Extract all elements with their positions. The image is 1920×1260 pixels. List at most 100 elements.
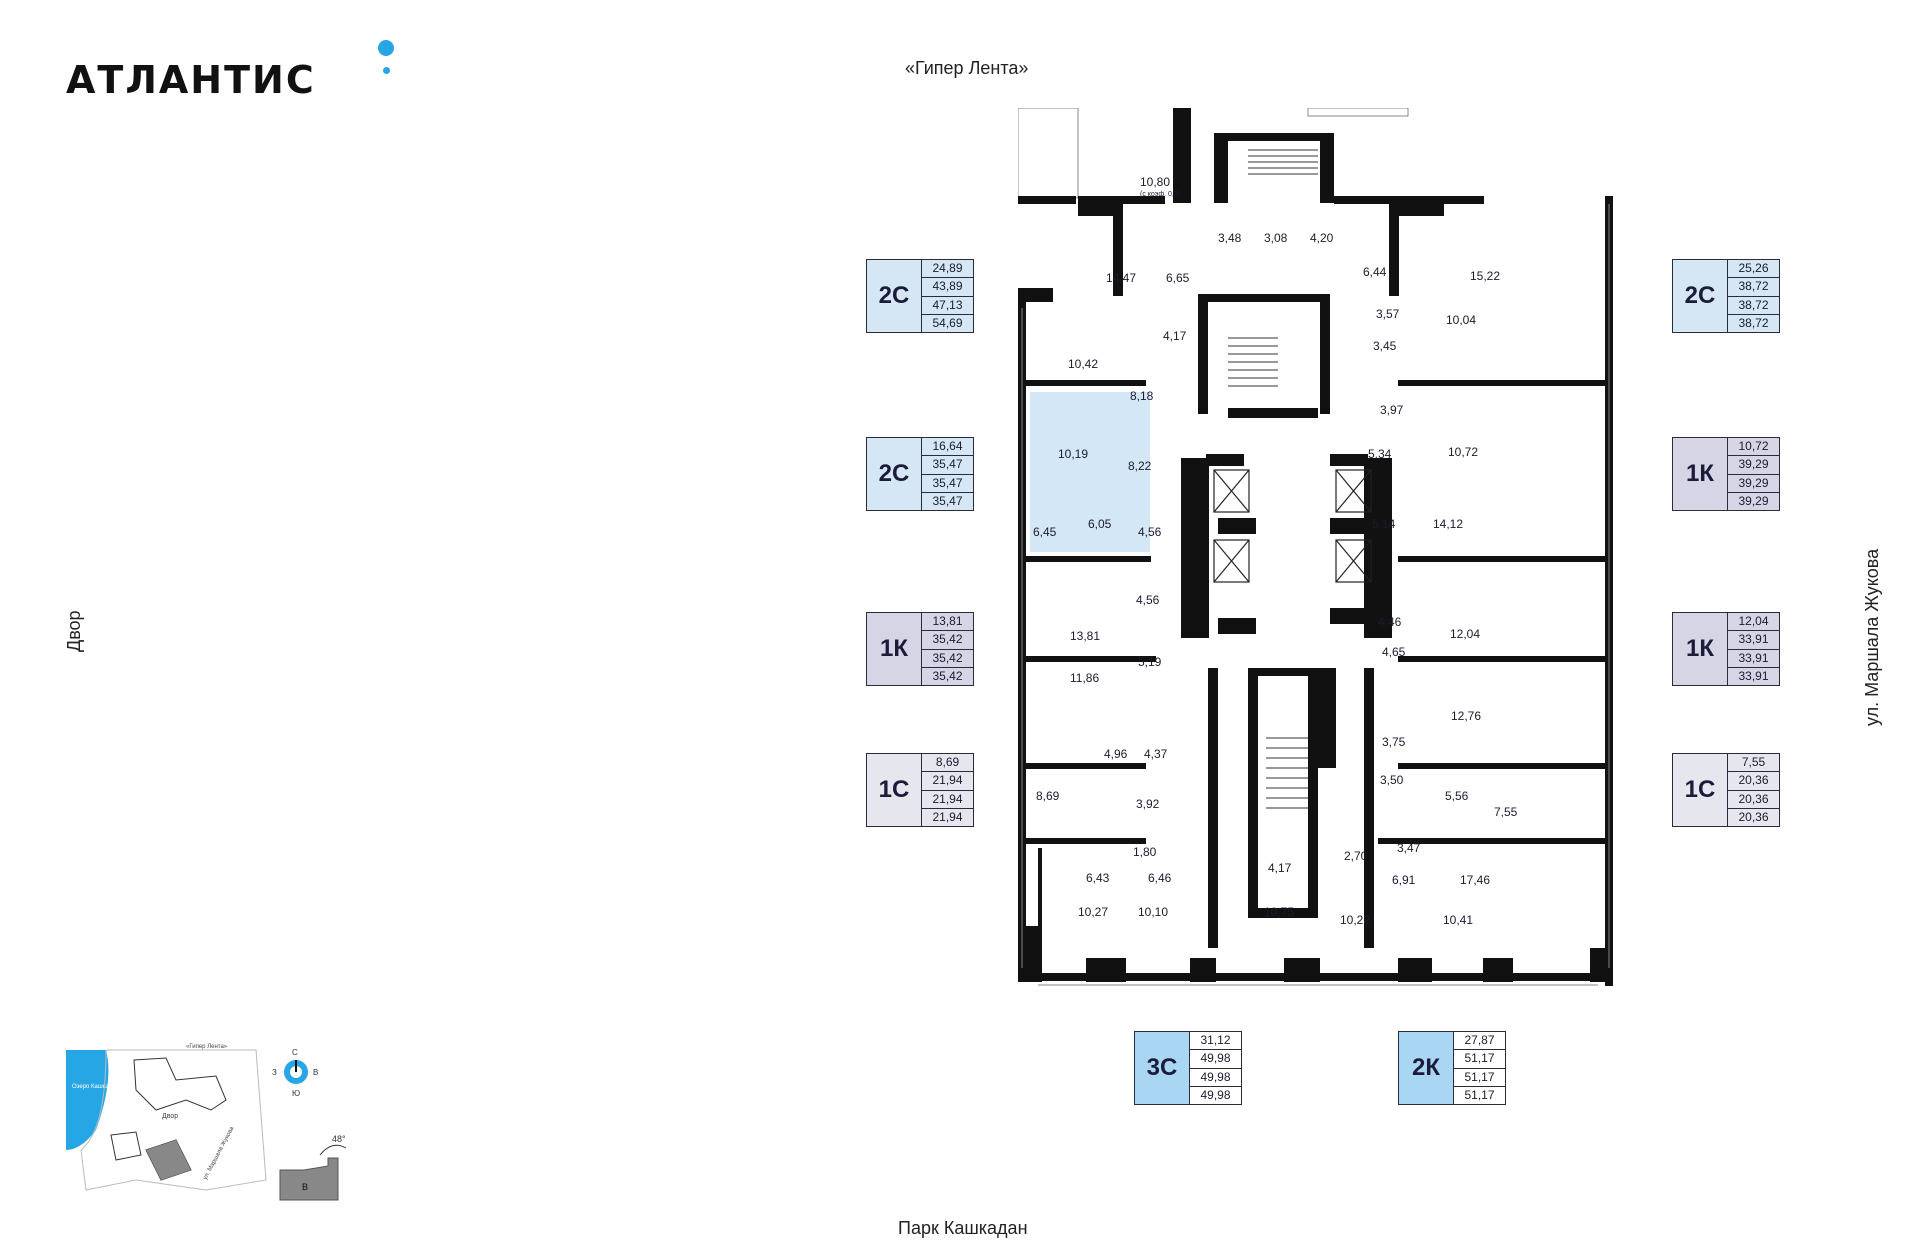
area-full: 33,91	[1738, 668, 1769, 683]
street-left: Двор	[64, 610, 84, 652]
room-area: 6,45	[1033, 525, 1057, 539]
area-alt: 35,42	[922, 650, 973, 668]
area-alt: 39,29	[1728, 475, 1779, 493]
room-area: 5,19	[1138, 655, 1162, 669]
room-area: 4,56	[1136, 593, 1160, 607]
logo-dot-icon	[378, 40, 394, 56]
area-full: 35,42	[932, 668, 963, 683]
area-full: 21,94	[932, 809, 963, 824]
compass-north: С	[292, 1048, 298, 1057]
room-area: 4,65	[1382, 645, 1406, 659]
total-area: 49,98	[1190, 1050, 1241, 1069]
brand-logo: АТЛАНТИС	[66, 58, 316, 102]
area-full: 38,72	[1738, 315, 1769, 330]
logo-dot-small-icon	[383, 67, 390, 74]
living-area: 27,87	[1454, 1032, 1505, 1051]
street-right: ул. Маршала Жукова	[1862, 548, 1882, 726]
room-area: 17,46	[1460, 873, 1490, 887]
total-area: 35,42	[922, 631, 973, 650]
room-area: 6,46	[1148, 871, 1172, 885]
apartment-card-1s-a[interactable]: 1С 8,69 21,94 21,94 21,94	[866, 753, 974, 827]
current-building-shape	[146, 1140, 191, 1180]
total-area: 51,17	[1454, 1050, 1505, 1069]
living-area: 16,64	[922, 438, 973, 457]
minimap-top-label: «Гипер Лента»	[186, 1044, 228, 1050]
apartment-card-2s-a[interactable]: 2С 24,89 43,89 47,13 54,69	[866, 259, 974, 333]
compass-south: Ю	[292, 1089, 300, 1098]
room-area: 10,22	[1340, 913, 1370, 927]
living-area: 31,12	[1190, 1032, 1241, 1051]
room-area: 2,70	[1344, 849, 1368, 863]
apartment-type: 2К	[1399, 1032, 1454, 1104]
room-area: 3,45	[1373, 339, 1397, 353]
living-area: 25,26	[1728, 260, 1779, 279]
room-area: 10,41	[1443, 913, 1473, 927]
living-area: 7,55	[1728, 754, 1779, 773]
room-area: 10,10	[1138, 905, 1168, 919]
room-area: 10,80	[1140, 175, 1170, 189]
room-area: 4,17	[1163, 329, 1187, 343]
room-area: 8,69	[1036, 789, 1060, 803]
room-area: 10,75	[1264, 905, 1294, 919]
room-area: 10,72	[1448, 445, 1478, 459]
total-area: 20,36	[1728, 772, 1779, 791]
terrace-outline	[1018, 108, 1079, 199]
apartment-type: 3С	[1135, 1032, 1190, 1104]
total-area: 21,94	[922, 772, 973, 791]
minimap-street-label: ул. Маршала Жукова	[202, 1125, 235, 1181]
room-area: 12,04	[1450, 627, 1480, 641]
apartment-card-2s-b[interactable]: 2С 16,64 35,47 35,47 35,47	[866, 437, 974, 511]
rotation-angle: 48°	[332, 1134, 346, 1144]
room-area: 6,44	[1363, 265, 1387, 279]
section-label: В	[302, 1182, 308, 1192]
room-area: 10,04	[1446, 313, 1476, 327]
site-minimap: Озеро Кашкадан «Гипер Лента» Двор ул. Ма…	[66, 1044, 347, 1201]
room-area: 3,47	[1397, 841, 1421, 855]
apartment-card-2s-c[interactable]: 2С 25,26 38,72 38,72 38,72	[1672, 259, 1780, 333]
compass-east: В	[313, 1068, 318, 1077]
room-area: 5,34	[1368, 447, 1392, 461]
area-alt: 51,17	[1454, 1069, 1505, 1087]
elevator-shafts	[1213, 469, 1372, 583]
compass-west: З	[272, 1068, 277, 1077]
room-area: 1,80	[1133, 845, 1157, 859]
room-area: 5,14	[1372, 517, 1396, 531]
apartment-card-1k-b[interactable]: 1К 10,72 39,29 39,29 39,29	[1672, 437, 1780, 511]
room-area: 8,18	[1130, 389, 1154, 403]
apartment-type: 2С	[867, 438, 922, 510]
apartment-type: 1С	[867, 754, 922, 826]
room-area: 3,08	[1264, 231, 1288, 245]
area-full: 49,98	[1200, 1087, 1231, 1102]
room-area: 4,20	[1310, 231, 1334, 245]
floor-plan: 10,80 (с коэф. 0,3) 14,47 6,65 3,48 3,08…	[1018, 108, 1613, 986]
minimap-yard-label: Двор	[162, 1113, 178, 1120]
apartment-card-1k-c[interactable]: 1К 12,04 33,91 33,91 33,91	[1672, 612, 1780, 686]
room-area: 4,96	[1104, 747, 1128, 761]
room-area: 6,65	[1166, 271, 1190, 285]
apartment-card-3s[interactable]: 3С 31,12 49,98 49,98 49,98	[1134, 1031, 1242, 1105]
apartment-card-1s-b[interactable]: 1С 7,55 20,36 20,36 20,36	[1672, 753, 1780, 827]
apartment-card-1k-a[interactable]: 1К 13,81 35,42 35,42 35,42	[866, 612, 974, 686]
room-labels: 10,80 (с коэф. 0,3) 14,47 6,65 3,48 3,08…	[1033, 175, 1518, 927]
total-area: 39,29	[1728, 456, 1779, 475]
total-area: 35,47	[922, 456, 973, 475]
room-area: 7,55	[1494, 805, 1518, 819]
apartment-type: 2С	[867, 260, 922, 332]
total-area: 33,91	[1728, 631, 1779, 650]
compass-icon	[284, 1060, 308, 1084]
room-area: 10,19	[1058, 447, 1088, 461]
room-area: 6,05	[1088, 517, 1112, 531]
room-area: 15,22	[1470, 269, 1500, 283]
area-alt: 35,47	[922, 475, 973, 493]
area-full: 20,36	[1738, 809, 1769, 824]
area-alt: 20,36	[1728, 791, 1779, 809]
total-area: 43,89	[922, 278, 973, 297]
room-area: 10,42	[1068, 357, 1098, 371]
area-alt: 49,98	[1190, 1069, 1241, 1087]
room-area: 11,86	[1070, 671, 1099, 685]
room-area: 14,12	[1433, 517, 1463, 531]
apartment-card-2k[interactable]: 2К 27,87 51,17 51,17 51,17	[1398, 1031, 1506, 1105]
apartment-type: 1К	[867, 613, 922, 685]
room-area: 4,56	[1138, 525, 1162, 539]
room-area: 4,46	[1378, 615, 1402, 629]
